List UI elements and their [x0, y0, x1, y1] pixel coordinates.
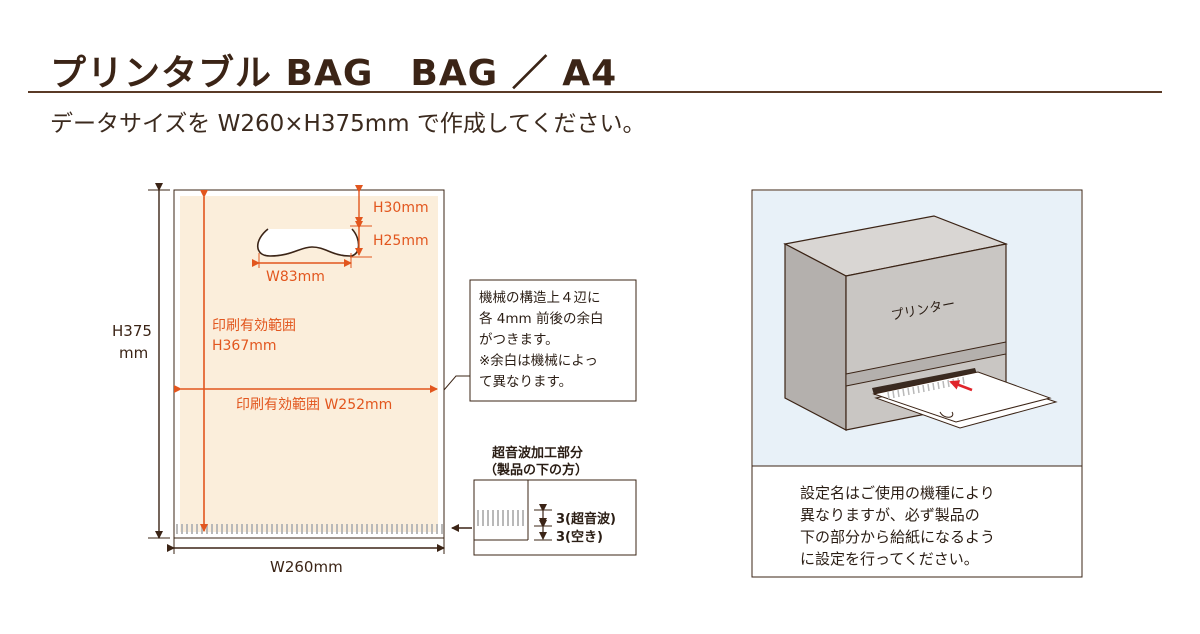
bag-ultrasonic-stripe: [176, 524, 443, 534]
note-line-4: ※余白は機械によっ: [479, 352, 598, 369]
bag-height-label: H375: [112, 322, 152, 340]
ultrasonic-box: [473, 479, 637, 556]
printer-panel: プリンター 設定名はご使用の機種により 異なりますが、必ず製品の 下の部分から給…: [751, 189, 1083, 578]
margin-note: 機械の構造上４辺に 各 4mm 前後の余白 がつきます。 ※余白は機械によっ て…: [443, 279, 637, 402]
note-line-1: 機械の構造上４辺に: [479, 290, 601, 306]
title-divider: [28, 91, 1162, 93]
printer-slot-opening: [872, 368, 977, 395]
note-line-5: て異なります。: [479, 374, 572, 390]
note-line-2: 各 4mm 前後の余白: [479, 310, 603, 327]
print-area-height-label-1: 印刷有効範囲: [212, 317, 296, 334]
page-subtitle: データサイズを W260×H375mm で作成してください。: [50, 111, 646, 137]
ultrasonic-dim-1: 3(超音波): [556, 511, 616, 527]
ultrasonic-title-1: 超音波加工部分: [492, 445, 583, 461]
note-line-3: がつきます。: [479, 332, 559, 348]
paper-sheet: [872, 371, 1052, 423]
note-leader-line: [443, 375, 470, 391]
note-box: [469, 279, 637, 402]
handle-height-label: H25mm: [373, 233, 429, 249]
page-title: プリンタブル BAG BAG ／ A4: [50, 53, 618, 94]
printer-caption-1: 設定名はご使用の機種により: [800, 484, 995, 502]
ultrasonic-detail: 超音波加工部分 （製品の下の方） 3(超音波) 3(空き): [451, 445, 637, 556]
ultrasonic-dim-2: 3(空き): [556, 529, 603, 545]
ultrasonic-title-2: （製品の下の方）: [484, 462, 588, 478]
bag-width-label: W260mm: [270, 558, 343, 576]
printer-caption-2: 異なりますが、必ず製品の: [800, 506, 980, 524]
bag-height-unit: mm: [119, 344, 148, 362]
ultrasonic-detail-stripe: [477, 510, 524, 526]
printer-left-side: [784, 243, 847, 431]
handle-top-label: H30mm: [373, 200, 429, 216]
print-area-height-label-2: H367mm: [212, 338, 277, 354]
printer-caption-3: 下の部分から給紙になるよう: [800, 528, 995, 546]
handle-width-label: W83mm: [266, 269, 325, 285]
feed-direction-arrow: [949, 380, 973, 392]
printer-caption-4: に設定を行ってください。: [800, 550, 979, 568]
bag-diagram: W83mm H30mm H25mm 印刷有効範囲 H367mm 印刷有効範囲 W…: [112, 183, 445, 576]
print-area: [180, 196, 438, 532]
paper-handle-mark: [939, 411, 954, 418]
printer-slot: [845, 341, 1007, 387]
print-area-width-label: 印刷有効範囲 W252mm: [236, 396, 392, 413]
